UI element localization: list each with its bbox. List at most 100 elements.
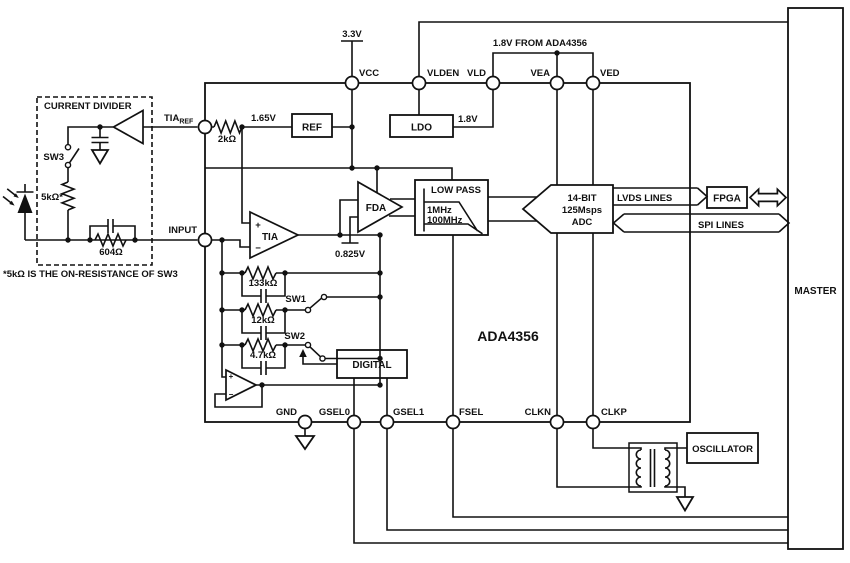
digital-label: DIGITAL xyxy=(352,360,391,371)
resistor-604-label: 604Ω xyxy=(99,247,123,258)
pin-ved xyxy=(585,75,601,91)
wires-gain-network xyxy=(214,235,381,408)
resistor-2k-label: 2kΩ xyxy=(218,134,237,145)
light-arrows-icon xyxy=(2,188,19,206)
tia-label: TIA xyxy=(262,232,278,243)
sw2-switch xyxy=(304,341,326,362)
pin-label-fsel: FSEL xyxy=(459,407,483,418)
opamp-plus-label: + xyxy=(229,372,234,381)
pin-clkn xyxy=(549,414,565,430)
transformer-primary-coil xyxy=(635,449,642,487)
filter-1mhz-label: 1MHz xyxy=(427,205,452,216)
opamp-minus-label: − xyxy=(229,390,234,399)
ground-icon xyxy=(294,435,316,451)
transformer-core xyxy=(649,449,656,487)
ldo-label: LDO xyxy=(411,123,432,134)
transformer-secondary-coil xyxy=(664,449,671,487)
pin-tia-ref xyxy=(197,119,213,135)
chip-name: ADA4356 xyxy=(477,328,539,344)
current-divider-title: CURRENT DIVIDER xyxy=(44,101,132,112)
fpga-label: FPGA xyxy=(713,194,741,205)
lowpass-response-icon xyxy=(423,188,483,235)
pin-vlden xyxy=(411,75,427,91)
spi-lines-label: SPI LINES xyxy=(698,220,744,231)
pin-label-clkn: CLKN xyxy=(525,407,552,418)
pin-vea xyxy=(549,75,565,91)
lvds-lines-label: LVDS LINES xyxy=(617,193,672,204)
pin-label-gsel1: GSEL1 xyxy=(393,407,425,418)
fda-amp xyxy=(357,180,404,234)
pin-gnd xyxy=(297,414,313,430)
master-box xyxy=(787,7,844,550)
chip-pins xyxy=(197,75,601,430)
v18-label: 1.8V xyxy=(458,114,478,125)
pin-input xyxy=(197,232,213,248)
adc-label-line2: 125Msps xyxy=(562,205,602,216)
tia-minus-label: − xyxy=(255,243,261,254)
resistor-12k-label: 12kΩ xyxy=(251,315,275,326)
lowpass-box xyxy=(414,179,489,236)
pin-label-input: INPUT xyxy=(169,225,198,236)
transformer-box xyxy=(628,442,678,493)
resistor-604 xyxy=(94,231,127,249)
ground-symbols xyxy=(90,149,695,513)
ref-label: REF xyxy=(302,123,322,134)
pin-label-vld: VLD xyxy=(467,68,486,79)
labels: 3.3V VCC VLDEN VLD VEA VED 1.8V FROM ADA… xyxy=(3,29,837,455)
wires xyxy=(16,21,791,544)
supply-3v3-label: 3.3V xyxy=(342,29,362,40)
current-divider-box xyxy=(36,96,153,266)
fda-label: FDA xyxy=(366,203,387,214)
ldo-box xyxy=(389,114,454,138)
sw3-label: SW3 xyxy=(43,152,64,163)
resistor-12k xyxy=(244,301,277,319)
adc-block xyxy=(521,184,614,234)
photodiode xyxy=(2,188,33,213)
pin-fsel xyxy=(445,414,461,430)
sw1-label: SW1 xyxy=(285,294,306,305)
buffer-amp xyxy=(111,109,144,145)
pin-gsel0 xyxy=(346,414,362,430)
pin-label-clkp: CLKP xyxy=(601,407,628,418)
ground-icon xyxy=(90,149,110,166)
footnote: *5kΩ IS THE ON-RESISTANCE OF SW3 xyxy=(3,269,178,280)
pin-label-vcc: VCC xyxy=(359,68,379,79)
pin-vld xyxy=(485,75,501,91)
junction-dots xyxy=(65,50,560,388)
gain-opamp xyxy=(225,368,258,402)
wires-bottom-routing xyxy=(304,428,788,544)
wires-data-buses xyxy=(612,187,791,233)
resistor-5k-label: 5kΩ* xyxy=(41,192,63,203)
filter-100mhz-label: 100MHz xyxy=(427,215,463,226)
tia-amp xyxy=(249,210,300,260)
wires-filter-adc xyxy=(353,196,594,416)
v165-label: 1.65V xyxy=(251,113,276,124)
v0825-label: 0.825V xyxy=(335,249,366,260)
pin-label-tia-ref: TIAREF xyxy=(164,113,194,126)
master-label: MASTER xyxy=(794,286,837,297)
pin-label-gnd: GND xyxy=(276,407,297,418)
sw1-switch xyxy=(304,293,328,314)
ref-box xyxy=(291,113,333,138)
sw2-label: SW2 xyxy=(284,331,305,342)
pin-label-ved: VED xyxy=(600,68,620,79)
digital-box xyxy=(336,349,408,379)
sw3-switch xyxy=(64,143,80,169)
pin-gsel1 xyxy=(379,414,395,430)
bidirectional-arrow-icon xyxy=(748,187,788,208)
photodiode-triangle xyxy=(17,193,33,213)
resistors xyxy=(59,118,277,354)
adc-label-line1: 14-BIT xyxy=(567,193,596,204)
oscillator-label: OSCILLATOR xyxy=(692,444,753,455)
transformer xyxy=(628,442,678,493)
wires-current-divider xyxy=(16,126,198,241)
resistor-2k xyxy=(213,118,243,136)
lowpass-label: LOW PASS xyxy=(431,185,481,196)
resistor-5k xyxy=(59,181,77,211)
resistor-133k xyxy=(244,264,277,282)
note-1v8-label: 1.8V FROM ADA4356 xyxy=(493,38,587,49)
resistor-4k7 xyxy=(244,336,277,354)
